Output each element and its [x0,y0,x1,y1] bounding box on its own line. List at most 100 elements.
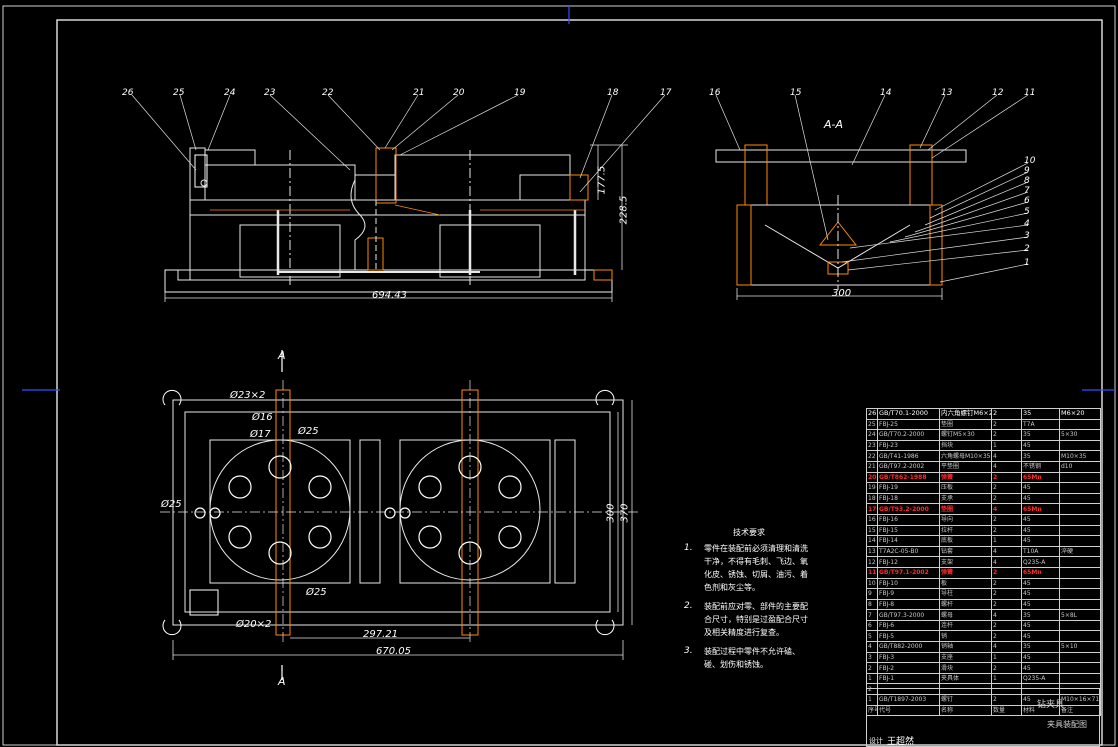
plan-dims [172,350,633,680]
bom-cell: FBJ-23 [877,439,940,452]
bom-cell: 2 [991,588,1022,600]
bom-cell: FBJ-8 [877,598,940,611]
bom-cell: 45 [1021,662,1060,674]
bom-cell: FBJ-25 [877,418,940,431]
bom-cell: 15 [866,524,878,537]
section-mark-bottom: A [278,675,286,688]
bom-cell: 45 [1021,439,1060,452]
note-text: 装配过程中零件不允许磕、碰、划伤和锈蚀。 [704,647,800,669]
bom-cell: 垫圈 [939,418,992,431]
bom-cell: 4 [991,450,1022,462]
bom-cell [1059,556,1101,568]
bom-cell: 5 [866,630,878,643]
part-label-9: 9 [1024,166,1030,176]
inner-frame [56,19,1103,746]
bom-cell: 拉杆 [939,524,992,537]
bom-cell: FBJ-10 [877,577,940,590]
part-label-25: 25 [173,88,185,98]
notes-title: 技术要求 [733,528,765,537]
bom-cell: 20 [866,471,878,484]
bom-cell: 17 [866,503,878,515]
dim-front-h1: 177.5 [596,165,608,195]
bom-cell [1059,471,1101,484]
section-leaders [715,94,1029,283]
bom-cell: 2 [991,408,1022,420]
bom-cell: 45 [1021,492,1060,505]
bom-cell: 导向 [939,513,992,526]
bom-cell: 10 [866,577,878,590]
bom-cell: GB/T97.2-2002 [877,460,940,473]
bom-cell: 45 [1021,482,1060,494]
dim-plan-d2: Ø16 [252,412,273,423]
bom-cell: 滑块 [939,662,992,674]
part-label-12: 12 [992,88,1004,98]
bom-cell: 平垫圈 [939,460,992,473]
section-view [715,144,967,290]
dim-front-width: 694.43 [372,290,407,301]
bom-cell: 连杆 [939,619,992,632]
bom-cell: GB/T70.1-2000 [877,408,940,420]
bom-cell [1059,482,1101,494]
bom-cell: 支承 [939,492,992,505]
bom-cell: 1 [991,535,1022,547]
bom-cell: 5×10 [1059,641,1101,653]
bom-cell: 2 [991,513,1022,526]
bom-cell [1059,524,1101,537]
bom-cell: 45 [1021,513,1060,526]
bom-cell: 2 [991,418,1022,431]
bom-cell: GB/T70.2-2000 [877,429,940,441]
bom-cell: 4 [991,556,1022,568]
bom-cell: 2 [991,471,1022,484]
bom-cell: 4 [991,460,1022,473]
title-block-role: 设计 [869,737,883,745]
front-dims [164,144,628,302]
bom-cell: 12 [866,556,878,568]
bom-cell: 7 [866,609,878,621]
bom-cell: 16 [866,513,878,526]
dim-plan-w2: 670.05 [376,646,411,657]
bom-cell: GB/T93.2-2000 [877,503,940,515]
bom-cell: 螺母 [939,609,992,621]
section-dims [736,288,943,300]
bom-cell: 螺钉M5×30 [939,429,992,441]
bom-cell [1059,492,1101,505]
dim-plan-d5: Ø25 [161,499,182,510]
bom-cell: 45 [1021,619,1060,632]
bom-cell: 支座 [939,651,992,664]
bom-cell: 销轴 [939,641,992,653]
bom-cell: 35 [1021,429,1060,441]
part-label-1: 1 [1024,258,1030,268]
part-label-10: 10 [1024,156,1036,166]
bom-cell: 4 [991,545,1022,558]
note-text: 零件在装配前必须清理和清洗干净，不得有毛刺、飞边、氧化皮、锈蚀、切屑、油污、着色… [704,544,808,592]
bom-cell [1059,651,1101,664]
dim-plan-h2: 370 [619,503,631,523]
bom-cell: 2 [991,630,1022,643]
title-block-drawing-name: 夹具装配图 [1047,720,1087,729]
bom-cell: T7A2C-05-B0 [877,545,940,558]
bom-cell: 2 [991,598,1022,611]
bom-cell [1059,503,1101,515]
bom-cell: 钻套 [939,545,992,558]
part-label-2: 2 [1024,244,1030,254]
bom-row: 序号代号名称数量材料备注 [866,704,1101,717]
bom-cell: 4 [991,641,1022,653]
bom-cell: FBJ-1 [877,672,940,685]
